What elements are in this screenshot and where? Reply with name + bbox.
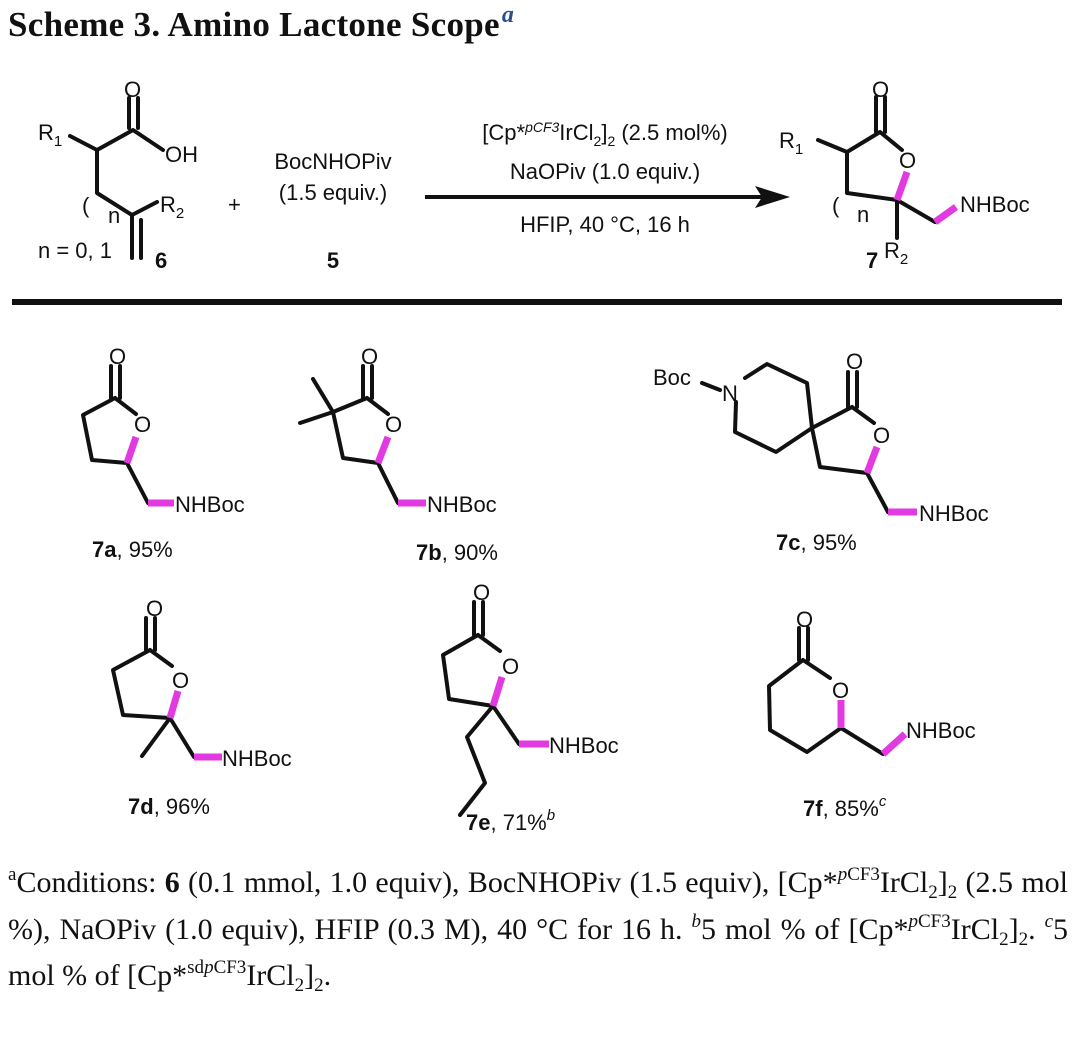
scheme-graphic: O OH R1 R2 ( n n = 0, 1 6 + BocNHOPiv (1… [12, 77, 1062, 835]
footnote-segment: p [204, 957, 214, 978]
footnote-segment: 5 mol % of [Cp* [8, 912, 1068, 993]
r1-label: R1 [38, 120, 62, 150]
footnote-segment: IrCl [950, 912, 1000, 946]
compound-7a: O O NHBoc 7a, 95% [81, 344, 245, 562]
carbonyl-o: O [361, 344, 378, 369]
compound-label: 7f, 85%c [803, 793, 887, 821]
paren: ( [832, 193, 840, 218]
footnote-segment: 2 [314, 975, 324, 996]
footnote-segment: 2 [999, 928, 1009, 950]
ring-o: O [134, 412, 151, 437]
carbonyl-o: O [124, 77, 141, 102]
footnote-segment: sd [187, 957, 205, 978]
carbonyl-o: O [146, 596, 163, 621]
footnote-segment: ] [1008, 912, 1019, 946]
r1-label: R1 [779, 128, 803, 158]
piperidine-n: N [722, 381, 738, 406]
catalyst-condition: [Cp*pCF3IrCl2]2 (2.5 mol%) [482, 119, 727, 149]
compound-id-5: 5 [327, 248, 339, 273]
compound-label: 7b, 90% [416, 540, 498, 565]
title-footnote-mark: a [501, 2, 515, 28]
ring-o: O [172, 668, 189, 693]
title-text: Scheme 3. Amino Lactone Scope [8, 5, 500, 44]
substrate-6: O OH R1 R2 ( n n = 0, 1 6 [38, 77, 198, 273]
n-index: n [108, 203, 120, 228]
compound-7b: O O NHBoc 7b, 90% [298, 344, 498, 565]
carbonyl-o: O [796, 607, 813, 632]
amine-group: NHBoc [222, 746, 292, 771]
reagent-name: BocNHOPiv [274, 149, 391, 174]
ring-o: O [502, 654, 519, 679]
footnote-segment: IrCl [246, 959, 295, 992]
scheme-footnote: aConditions: 6 (0.1 mmol, 1.0 equiv), Bo… [8, 860, 1068, 1000]
footnote-segment: . [323, 959, 332, 992]
compound-7e: O O NHBoc 7e, 71%b [441, 580, 619, 835]
r2-label: R2 [160, 192, 184, 222]
footnote-segment: 2 [294, 975, 305, 996]
reagent-amount: (1.5 equiv.) [279, 180, 387, 205]
footnote-segment: p [837, 864, 848, 885]
footnote-segment: CF3 [213, 957, 247, 978]
footnote-segment: ] [937, 866, 948, 899]
footnote-segment: (0.1 mmol, 1.0 equiv), BocNHOPiv (1.5 eq… [179, 866, 838, 899]
oh-group: OH [165, 142, 198, 167]
base-condition: NaOPiv (1.0 equiv.) [510, 159, 700, 184]
compound-7f: O O NHBoc 7f, 85%c [767, 607, 976, 821]
carbonyl-o: O [872, 77, 889, 102]
footnote-segment: IrCl [879, 866, 929, 899]
amine-group: NHBoc [906, 718, 976, 743]
amine-group: NHBoc [175, 492, 245, 517]
footnote-segment: 2 [1018, 928, 1029, 950]
footnote-segment: 2 [947, 882, 958, 903]
n-values: n = 0, 1 [38, 238, 112, 263]
footnote-segment: CF3 [918, 910, 951, 932]
compound-7c: O O N Boc NHBoc 7c, 95% [653, 349, 989, 555]
footnote-segment: b [691, 910, 701, 932]
paren: ( [82, 193, 90, 218]
compound-label: 7e, 71%b [466, 807, 555, 835]
boc-group: Boc [653, 365, 691, 390]
footnote-segment: 6 [164, 866, 180, 899]
n-index: n [857, 202, 869, 227]
footnote-segment: Conditions: [16, 866, 165, 899]
reaction-arrow [425, 186, 790, 208]
footnote-segment: (2.5 mol %), NaOPiv (1.0 equiv), HFIP (0… [8, 866, 1069, 946]
footnote-segment: . [1028, 912, 1045, 946]
footnote-segment: p [908, 910, 919, 932]
amine-group: NHBoc [427, 492, 497, 517]
solvent-condition: HFIP, 40 °C, 16 h [520, 212, 690, 237]
r2-label: R2 [884, 238, 908, 268]
ring-o: O [385, 412, 402, 437]
plus-sign: + [228, 192, 241, 217]
compound-7d: O O NHBoc 7d, 96% [111, 596, 292, 819]
compound-id-6: 6 [155, 248, 167, 273]
carbonyl-o: O [473, 580, 490, 605]
compound-label: 7a, 95% [92, 537, 173, 562]
ring-o: O [873, 423, 890, 448]
carbonyl-o: O [846, 349, 863, 374]
compound-label: 7d, 96% [128, 794, 210, 819]
footnote-segment: 5 mol % of [Cp* [700, 912, 909, 946]
product-7: O O R1 R2 ( n NHBoc 7 [779, 77, 1030, 273]
footnote-segment: CF3 [847, 864, 880, 885]
amine-group: NHBoc [549, 733, 619, 758]
scheme-title: Scheme 3. Amino Lactone Scopea [8, 2, 514, 45]
footnote-segment: ] [304, 959, 315, 992]
amine-group: NHBoc [960, 192, 1030, 217]
amine-group: NHBoc [919, 501, 989, 526]
ring-o: O [899, 148, 916, 173]
carbonyl-o: O [109, 344, 126, 369]
footnote-segment: 2 [928, 882, 938, 903]
ring-o: O [832, 678, 849, 703]
compound-label: 7c, 95% [776, 530, 857, 555]
footnote-segment: c [1044, 910, 1053, 932]
footnote-segment: a [8, 864, 17, 885]
compound-id-7: 7 [866, 248, 878, 273]
